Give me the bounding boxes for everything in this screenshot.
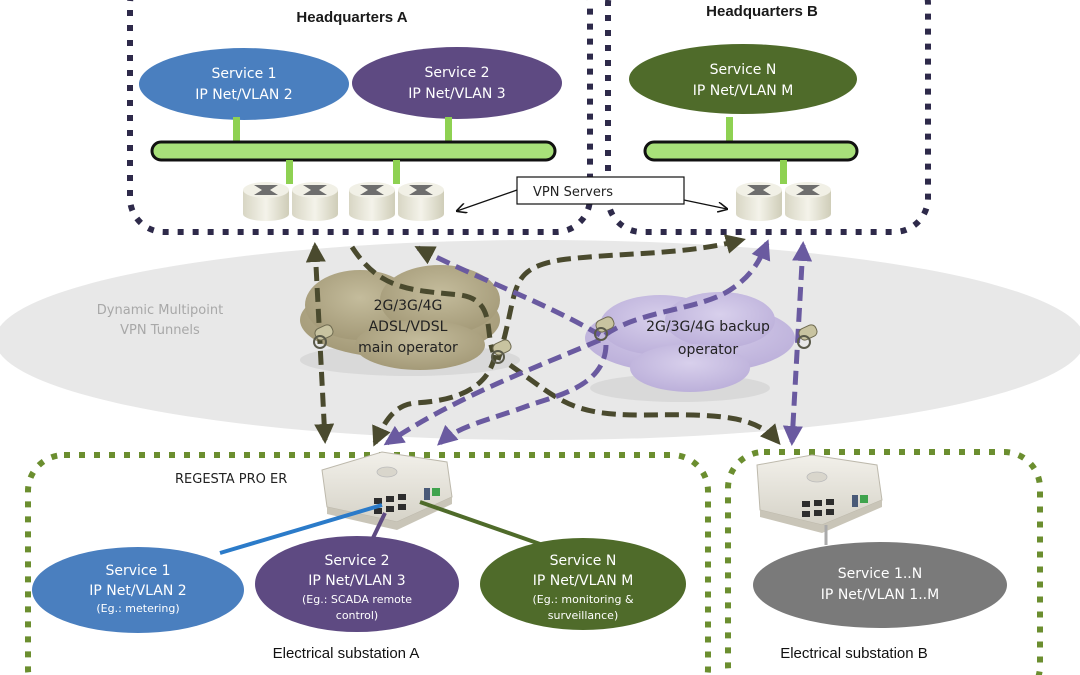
substation-a-border — [25, 452, 711, 675]
hq-a-service-2-net: IP Net/VLAN 3 — [408, 86, 505, 102]
sub-a-service-n — [480, 538, 686, 630]
tunnel-backup-2 — [603, 239, 771, 338]
cloud-main-operator: 2G/3G/4G ADSL/VDSL main operator — [300, 265, 520, 376]
sub-a-service-n-example-2: surveillance) — [548, 609, 619, 622]
hq-b-border — [605, 0, 931, 235]
vpn-server-icon — [398, 182, 444, 221]
dmvpn-zone — [0, 240, 1080, 440]
sub-a-service-1-net: IP Net/VLAN 2 — [89, 583, 186, 599]
link-service-1 — [219, 503, 383, 555]
cloud-backup-line1: 2G/3G/4G backup — [646, 319, 770, 335]
sub-a-service-2-example-1: (Eg.: SCADA remote — [302, 593, 412, 606]
sub-b-service-1n-name: Service 1..N — [838, 566, 922, 582]
sub-a-service-1-example: (Eg.: metering) — [96, 602, 179, 615]
substation-a: REGESTA PRO ER Service 1 IP Net/VLAN 2 (… — [25, 451, 711, 675]
tunnel-backup-4 — [437, 344, 609, 446]
sub-a-service-2-net: IP Net/VLAN 3 — [308, 573, 405, 589]
router-device-a — [321, 451, 453, 530]
hq-b-title: Headquarters B — [706, 3, 818, 20]
tunnel-main-1 — [305, 242, 335, 444]
hq-b-service-n-net: IP Net/VLAN M — [693, 83, 794, 99]
padlock-icon — [313, 324, 334, 349]
vpn-server-icon — [349, 182, 395, 221]
hq-a-service-1-net: IP Net/VLAN 2 — [195, 87, 292, 103]
hq-a-link-3 — [286, 160, 293, 184]
cloud-main-line2: ADSL/VDSL — [369, 319, 448, 335]
hq-a-title: Headquarters A — [296, 9, 407, 26]
hq-b-service-n — [629, 44, 857, 114]
router-device-b — [756, 454, 883, 533]
tunnels-main — [305, 234, 781, 447]
padlock-icon — [797, 324, 818, 349]
vpn-server-icon — [243, 182, 289, 221]
sub-a-service-1 — [32, 547, 244, 633]
tunnel-main-5 — [508, 362, 781, 446]
hq-b-link-2 — [780, 160, 787, 184]
hq-b-link-1 — [726, 117, 733, 142]
vpn-server-icon — [785, 182, 831, 221]
cloud-main-line3: main operator — [358, 340, 458, 356]
hq-b-service-n-name: Service N — [710, 62, 777, 78]
hq-a-service-2 — [352, 47, 562, 119]
padlock-icon — [491, 339, 512, 364]
tunnel-backup-1 — [414, 245, 602, 338]
dmvpn-label-line1: Dynamic Multipoint — [97, 303, 223, 318]
dmvpn-label-line2: VPN Tunnels — [120, 323, 200, 338]
vpn-servers-label-box — [516, 176, 685, 205]
sub-a-service-n-example-1: (Eg.: monitoring & — [532, 593, 633, 606]
vpn-servers-label: VPN Servers — [533, 185, 613, 200]
hq-a-service-1 — [139, 48, 349, 120]
cloud-backup-operator: 2G/3G/4G backup operator — [585, 292, 795, 402]
hq-b-bus — [643, 140, 859, 162]
substation-b-title: Electrical substation B — [780, 645, 928, 662]
cloud-main-line1: 2G/3G/4G — [374, 298, 443, 314]
substation-b-border — [725, 449, 1043, 675]
tunnel-backup-3 — [383, 337, 601, 446]
substation-b: Service 1..N IP Net/VLAN 1..M Electrical… — [725, 449, 1043, 675]
link-service-2 — [370, 512, 387, 541]
cloud-backup-line2: operator — [678, 342, 738, 358]
tunnel-main-3 — [372, 354, 498, 447]
hq-a-vpn-servers — [243, 182, 444, 221]
vpn-servers-arrow-right — [683, 199, 727, 209]
hq-a-link-4 — [393, 160, 400, 184]
hq-b-vpn-servers — [736, 182, 831, 221]
hq-a-bus — [150, 140, 557, 162]
headquarters-b: Headquarters B Service N IP Net/VLAN M — [605, 0, 931, 235]
tunnel-main-2 — [349, 245, 496, 353]
hq-a-service-1-name: Service 1 — [211, 66, 276, 82]
device-label-regesta: REGESTA PRO ER — [175, 472, 287, 487]
tunnels-backup — [383, 239, 813, 446]
link-service-n — [419, 500, 541, 546]
substation-a-title: Electrical substation A — [273, 645, 420, 662]
sub-b-service-1n-net: IP Net/VLAN 1..M — [821, 587, 939, 603]
hq-a-link-1 — [233, 117, 240, 142]
vpn-server-icon — [736, 182, 782, 221]
padlock-icon — [594, 316, 615, 341]
vpn-server-icon — [292, 182, 338, 221]
tunnel-main-4 — [495, 234, 746, 361]
sub-a-service-1-name: Service 1 — [105, 563, 170, 579]
tunnel-backup-5 — [782, 241, 813, 446]
vpn-servers-arrow-left — [457, 189, 518, 211]
headquarters-a: Headquarters A Service 1 IP Net/VLAN 2 S… — [127, 0, 593, 235]
hq-a-border — [127, 0, 593, 235]
sub-a-service-2-name: Service 2 — [324, 553, 389, 569]
hq-a-link-2 — [445, 117, 452, 142]
sub-a-service-2 — [255, 536, 459, 632]
sub-b-service-1n — [753, 542, 1007, 628]
sub-a-service-n-net: IP Net/VLAN M — [533, 573, 634, 589]
sub-a-service-2-example-2: control) — [336, 609, 378, 622]
hq-a-service-2-name: Service 2 — [424, 65, 489, 81]
sub-a-service-n-name: Service N — [550, 553, 617, 569]
lock-icons — [313, 316, 818, 364]
